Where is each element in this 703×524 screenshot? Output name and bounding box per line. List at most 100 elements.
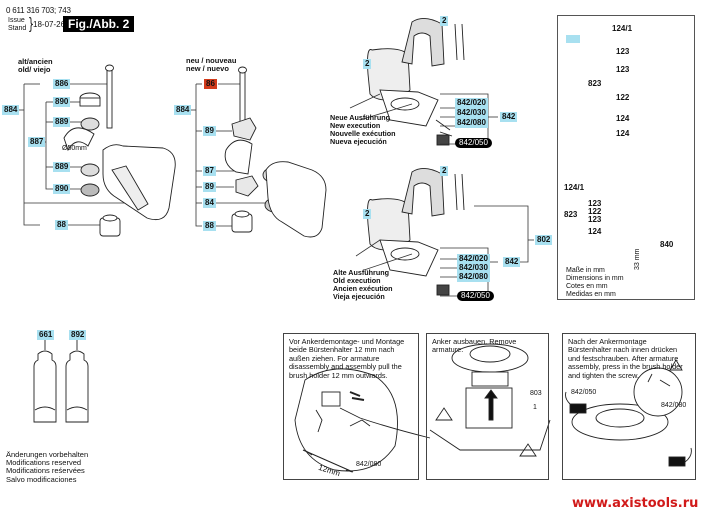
caption-de: Neue Ausführung bbox=[330, 113, 391, 122]
caption-de: Alte Ausführung bbox=[333, 268, 390, 277]
part-tag-889-bottom[interactable]: 889 bbox=[53, 162, 71, 172]
grease-tubes-drawing bbox=[33, 339, 89, 423]
part-tag-842-020-old[interactable]: 842/020 bbox=[457, 254, 490, 264]
units-note: Maße in mm Dimensions in mm Cotes en mm … bbox=[566, 267, 624, 299]
caption-es: Nueva ejecución bbox=[330, 137, 387, 146]
diameter-label: Ø50mm bbox=[62, 145, 87, 152]
caption-es: Vieja ejecución bbox=[333, 292, 385, 301]
part-tag-842-030-old[interactable]: 842/030 bbox=[457, 263, 490, 273]
instruction-3-text: Nach der Ankermontage Bürstenhalter nach… bbox=[568, 337, 683, 380]
label-124-b-exploded: 124 bbox=[616, 129, 630, 138]
label-124-section: 124 bbox=[588, 227, 602, 236]
part-tag-84[interactable]: 84 bbox=[203, 198, 216, 208]
old-handle-caption: alt/ancien old/ viejo bbox=[18, 58, 53, 74]
new-caption-line-1: neu / nouveau bbox=[186, 56, 237, 65]
issue-date: 18-07-26 bbox=[33, 20, 66, 29]
watermark-link[interactable]: www.axistools.ru bbox=[572, 496, 699, 511]
new-handle-caption: neu / nouveau new / nuevo bbox=[186, 57, 236, 73]
stand-label: Stand bbox=[8, 25, 27, 32]
part-tag-842-030-new[interactable]: 842/030 bbox=[455, 108, 488, 118]
new-caption-line-2: new / nuevo bbox=[186, 64, 229, 73]
part-tag-88-old[interactable]: 88 bbox=[55, 220, 68, 230]
part-numbers: 0 611 316 703; 743 bbox=[6, 6, 71, 15]
color-swatch bbox=[566, 35, 580, 43]
part-tag-842-new[interactable]: 842 bbox=[500, 112, 518, 122]
field-coil-old-drawing bbox=[367, 168, 465, 296]
part-tag-842-050-new[interactable]: 842/050 bbox=[455, 138, 492, 148]
label-842-080-instr3: 842/080 bbox=[661, 402, 687, 409]
caption-en: Old execution bbox=[333, 276, 381, 285]
old-execution-caption: Alte Ausführung Old execution Ancien exé… bbox=[333, 269, 393, 301]
brace-icon: } bbox=[28, 14, 35, 33]
label-122-exploded: 122 bbox=[616, 93, 630, 102]
part-tag-842-080-old[interactable]: 842/080 bbox=[457, 272, 490, 282]
part-tag-2-new-b[interactable]: 2 bbox=[363, 59, 372, 69]
instruction-2-drawing bbox=[429, 343, 551, 457]
note-en: Modifications reserved bbox=[6, 458, 82, 468]
part-tag-889-top[interactable]: 889 bbox=[53, 117, 71, 127]
instruction-2-text: Anker ausbauen. Remove armature. bbox=[432, 337, 517, 355]
label-823-section: 823 bbox=[564, 210, 578, 219]
new-handle-leader-lines bbox=[188, 83, 268, 227]
issue-stand-label: Issue Stand bbox=[8, 17, 26, 33]
bearing-panel bbox=[557, 15, 695, 300]
units-de: Maße in mm bbox=[566, 267, 605, 274]
label-803: 803 bbox=[530, 390, 542, 397]
part-tag-89-bottom[interactable]: 89 bbox=[203, 182, 216, 192]
old-caption-line-1: alt/ancien bbox=[18, 57, 53, 66]
units-es: Medidas en mm bbox=[566, 291, 616, 298]
instruction-1-drawing bbox=[294, 368, 431, 473]
part-tag-842-080-new[interactable]: 842/080 bbox=[455, 118, 488, 128]
label-123-a-section: 123 bbox=[588, 199, 602, 208]
old-caption-line-2: old/ viejo bbox=[18, 65, 51, 74]
part-tag-842-050-old[interactable]: 842/050 bbox=[457, 291, 494, 301]
label-1: 1 bbox=[533, 404, 537, 411]
part-tag-87[interactable]: 87 bbox=[203, 166, 216, 176]
caption-fr: Ancien exécution bbox=[333, 284, 393, 293]
part-tag-2-old-b[interactable]: 2 bbox=[363, 209, 372, 219]
modifications-note: Änderungen vorbehalten Modifications res… bbox=[6, 450, 89, 484]
instruction-panel-2: Anker ausbauen. Remove armature. bbox=[426, 333, 549, 480]
instruction-1-text: Vor Ankerdemontage- und Montage beide Bü… bbox=[289, 337, 405, 380]
label-124-a-exploded: 124 bbox=[616, 114, 630, 123]
label-122-section: 122 bbox=[588, 207, 602, 216]
part-tag-842-old[interactable]: 842 bbox=[503, 257, 521, 267]
label-123-b-exploded: 123 bbox=[616, 65, 630, 74]
part-tag-890-top[interactable]: 890 bbox=[53, 97, 71, 107]
old-handle-parts bbox=[63, 64, 176, 237]
label-842-080-instr1: 842/080 bbox=[356, 461, 382, 468]
note-fr: Modifications reśervées bbox=[6, 466, 85, 476]
part-tag-884-old[interactable]: 884 bbox=[2, 105, 20, 115]
instruction-panel-1: Vor Ankerdemontage- und Montage beide Bü… bbox=[283, 333, 419, 480]
caption-en: New execution bbox=[330, 121, 381, 130]
part-tag-88-new[interactable]: 88 bbox=[203, 221, 216, 231]
part-tag-89-top[interactable]: 89 bbox=[203, 126, 216, 136]
part-tag-2-new-a[interactable]: 2 bbox=[440, 16, 449, 26]
part-tag-892[interactable]: 892 bbox=[69, 330, 87, 340]
label-124-1-exploded: 124/1 bbox=[612, 24, 633, 33]
field-coil-new-drawing bbox=[367, 18, 465, 146]
label-123-a-exploded: 123 bbox=[616, 47, 630, 56]
part-tag-890-bottom[interactable]: 890 bbox=[53, 184, 71, 194]
units-fr: Cotes en mm bbox=[566, 283, 608, 290]
units-en: Dimensions in mm bbox=[566, 275, 624, 282]
dimension-33mm: 33 mm bbox=[634, 248, 641, 270]
new-handle-parts bbox=[224, 66, 327, 238]
label-123-b-section: 123 bbox=[588, 215, 602, 224]
part-tag-842-020-new[interactable]: 842/020 bbox=[455, 98, 488, 108]
label-842-050-instr3: 842/050 bbox=[571, 389, 597, 396]
instruction-panel-3: Nach der Ankermontage Bürstenhalter nach… bbox=[562, 333, 696, 480]
new-execution-caption: Neue Ausführung New execution Nouvelle e… bbox=[330, 114, 396, 146]
part-tag-886[interactable]: 886 bbox=[53, 79, 71, 89]
note-es: Salvo modificaciones bbox=[6, 474, 77, 484]
part-tag-884-new[interactable]: 884 bbox=[174, 105, 192, 115]
note-de: Änderungen vorbehalten bbox=[6, 450, 89, 459]
instruction-3-drawing bbox=[565, 359, 692, 467]
part-tag-2-old-a[interactable]: 2 bbox=[440, 166, 449, 176]
part-tag-661[interactable]: 661 bbox=[37, 330, 55, 340]
caption-fr: Nouvelle exécution bbox=[330, 129, 396, 138]
part-tag-86[interactable]: 86 bbox=[204, 79, 217, 89]
part-tag-802[interactable]: 802 bbox=[535, 235, 553, 245]
label-823-exploded: 823 bbox=[588, 79, 602, 88]
part-tag-887[interactable]: 887 bbox=[28, 137, 46, 147]
